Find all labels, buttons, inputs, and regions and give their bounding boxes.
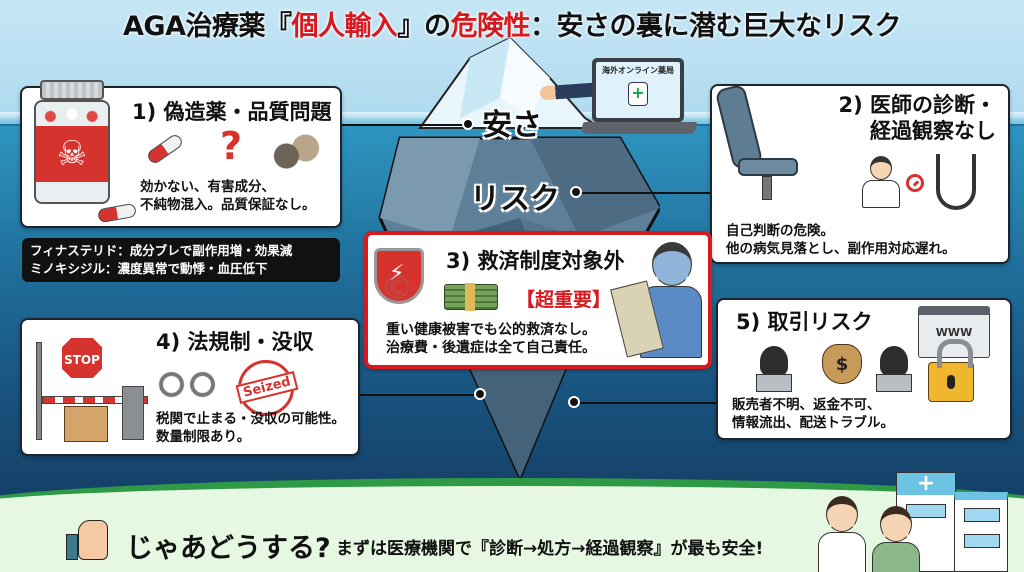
watermark: © <box>380 268 414 308</box>
card-body: 重い健康被害でも公的救済なし。 治療費・後遺症は全て自己責任。 <box>386 321 596 357</box>
prohibited-icon <box>906 174 924 192</box>
note-minoxidil: ミノキシジル：濃度異常で動悸・血圧低下 <box>30 261 268 276</box>
doctor-illustration <box>818 496 866 572</box>
leader-line-card2 <box>580 192 710 194</box>
leader-line-card4 <box>360 394 480 396</box>
title-text: AGA治療薬 <box>123 11 265 42</box>
customs-gate-icon: STOP <box>28 336 148 448</box>
card-body: 税関で止まる・没収の可能性。 数量制限あり。 <box>156 410 345 446</box>
card-title: 1) 偽造薬・品質問題 <box>132 100 332 124</box>
online-pharmacy-label: 海外オンライン薬局 <box>602 66 674 75</box>
impurity-rocks-icon <box>272 132 320 172</box>
title-quote: 『 <box>264 11 292 42</box>
title-quote: 』 <box>397 11 424 42</box>
medical-chair-icon <box>714 83 804 204</box>
leader-line-card5 <box>578 402 718 404</box>
thumbs-up-icon <box>66 520 112 560</box>
leader-dot <box>570 186 582 198</box>
iceberg-label-risk: リスク <box>470 182 560 217</box>
leader-dot <box>462 118 474 130</box>
drug-risk-notes: フィナステリド：成分ブレで副作用増・効果減 ミノキシジル：濃度異常で動悸・血圧低… <box>22 238 340 282</box>
card-body-line: 重い健康被害でも公的救済なし。 <box>386 322 596 338</box>
cash-stack-icon <box>444 283 498 311</box>
note-finasteride: フィナステリド：成分ブレで副作用増・効果減 <box>30 243 293 258</box>
card-body: 自己判断の危険。 他の病気見落とし、副作用対応遅れ。 <box>726 222 956 258</box>
leader-dot <box>474 388 486 400</box>
medicine-bottle-icon <box>628 82 648 106</box>
card-title-line: 2) 医師の診断・ <box>838 93 996 117</box>
card-body-line: 不純物混入。品質保証なし。 <box>140 197 316 213</box>
card-body: 効かない、有害成分、 不純物混入。品質保証なし。 <box>140 178 316 214</box>
stethoscope-icon <box>936 154 976 210</box>
card-title-line: 経過観察なし <box>870 119 996 143</box>
leader-line-card1 <box>340 124 470 126</box>
card-body: 販売者不明、返金不可、 情報流出、配送トラブル。 <box>732 396 894 432</box>
recommendation-answer: まずは医療機関で『診断→処方→経過観察』が最も安全! <box>336 539 764 559</box>
card-body-line: 数量制限あり。 <box>156 429 251 445</box>
card-body-line: 治療費・後遺症は全て自己責任。 <box>386 340 596 356</box>
card-body-line: 販売者不明、返金不可、 <box>732 397 881 413</box>
leader-dot <box>568 396 580 408</box>
page-title: AGA治療薬『個人輸入』の危険性：安さの裏に潜む巨大なリスク <box>0 4 1024 43</box>
card-body-line: 他の病気見落とし、副作用対応遅れ。 <box>726 241 956 257</box>
title-highlight-personal-import: 個人輸入 <box>291 11 398 42</box>
card-title: 2) 医師の診断・ 経過観察なし <box>838 92 996 144</box>
card-title: 4) 法規制・没収 <box>156 330 314 354</box>
hacker-icon <box>756 346 792 392</box>
emphasis-badge: 【超重要】 <box>516 289 612 311</box>
recommendation-question: じゃあどうする? <box>126 533 331 564</box>
patient-illustration <box>872 506 920 572</box>
seized-stamp-icon: Seized <box>235 360 299 416</box>
title-text: の <box>423 11 451 42</box>
broken-lock-icon <box>928 339 974 402</box>
card-body-line: 効かない、有害成分、 <box>140 179 275 195</box>
doctor-icon <box>860 156 900 210</box>
broken-capsule-icon <box>145 132 185 166</box>
title-text: ：安さの裏に潜む巨大なリスク <box>529 11 902 42</box>
broken-shield-icon <box>374 248 424 304</box>
handcuffs-icon <box>156 368 218 398</box>
masked-man-icon <box>876 346 912 392</box>
card-body-line: 情報流出、配送トラブル。 <box>732 415 894 431</box>
title-highlight-danger: 危険性 <box>450 11 530 42</box>
package-icon <box>64 406 108 442</box>
money-bag-icon: $ <box>822 344 862 384</box>
question-mark-icon: ? <box>220 124 243 168</box>
iceberg-label-cheapness: 安さ <box>482 108 542 143</box>
seized-stamp-text: Seized <box>235 371 299 404</box>
browser-icon: WWW <box>918 306 990 358</box>
poison-bottle-icon: ☠ <box>30 80 114 206</box>
stop-sign-icon: STOP <box>60 336 104 380</box>
card-body-line: 自己判断の危険。 <box>726 223 834 239</box>
card-title: 5) 取引リスク <box>736 310 873 334</box>
card-body-line: 税関で止まる・没収の可能性。 <box>156 411 345 427</box>
card-title: 3) 救済制度対象外 <box>446 249 625 273</box>
laptop-icon: 海外オンライン薬局 <box>580 58 700 146</box>
